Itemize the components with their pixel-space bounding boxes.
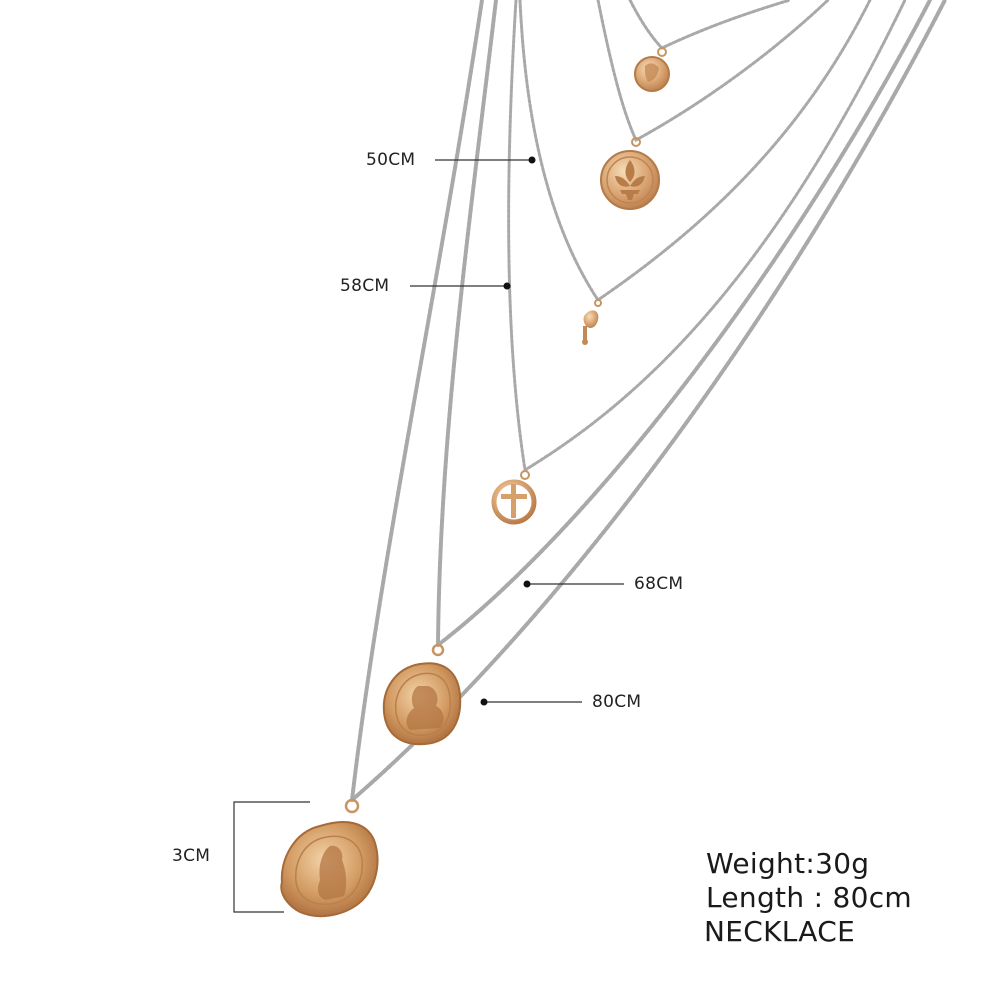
chain-5-right (436, 0, 932, 647)
chain-5-left (436, 0, 498, 647)
chain-4 (507, 0, 907, 473)
pendant-fleur-coin (600, 137, 660, 210)
pendant-small-coin (634, 47, 670, 92)
pendant-large-medallion (280, 798, 379, 918)
pendants (280, 47, 670, 918)
measurement-label-58cm: 58CM (340, 276, 390, 296)
spec-type: NECKLACE (704, 915, 856, 948)
spec-length: Length : 80cm (706, 881, 913, 914)
pendant-oval-medallion (382, 643, 462, 746)
chain-1 (628, 0, 792, 50)
chain-6-left (350, 0, 484, 802)
chain-2 (596, 0, 830, 143)
chains (350, 0, 947, 802)
pendant-size-label: 3CM (172, 846, 211, 866)
chain-3 (518, 0, 872, 303)
pendant-cross-ring (491, 470, 537, 525)
pendant-tiny-charm (582, 299, 602, 345)
measurement-label-50cm: 50CM (366, 150, 416, 170)
measurement-lines (233, 156, 624, 913)
spec-weight: Weight:30g (706, 847, 870, 880)
measurement-label-80cm: 80CM (592, 692, 642, 712)
measurement-label-68cm: 68CM (634, 574, 684, 594)
